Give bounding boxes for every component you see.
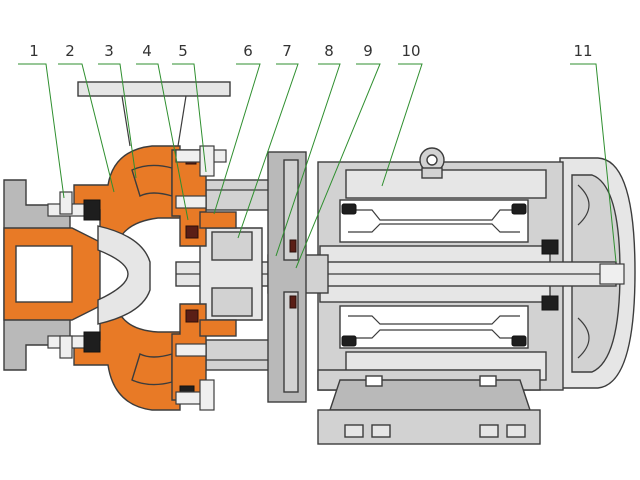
bracket-assembly xyxy=(199,151,307,403)
discharge-flange xyxy=(77,81,231,97)
callout-11: 11 xyxy=(573,42,592,60)
callout-4: 4 xyxy=(142,42,152,60)
stator-upper xyxy=(339,199,529,243)
impeller xyxy=(97,225,151,325)
callout-6: 6 xyxy=(243,42,253,60)
callout-9: 9 xyxy=(363,42,373,60)
leader-lines xyxy=(18,63,617,269)
callout-8: 8 xyxy=(324,42,334,60)
pump-casing-assembly xyxy=(3,81,237,411)
callout-labels: 1 2 3 4 5 6 7 8 9 10 11 xyxy=(29,42,592,60)
callout-7: 7 xyxy=(282,42,292,60)
shaft-nut xyxy=(599,263,625,285)
callout-10: 10 xyxy=(401,42,420,60)
callout-5: 5 xyxy=(178,42,188,60)
callout-1: 1 xyxy=(29,42,39,60)
outer-magnet xyxy=(199,211,237,229)
callout-3: 3 xyxy=(104,42,114,60)
motor-assembly xyxy=(317,147,636,445)
callout-2: 2 xyxy=(65,42,75,60)
stator-lower xyxy=(339,305,529,349)
